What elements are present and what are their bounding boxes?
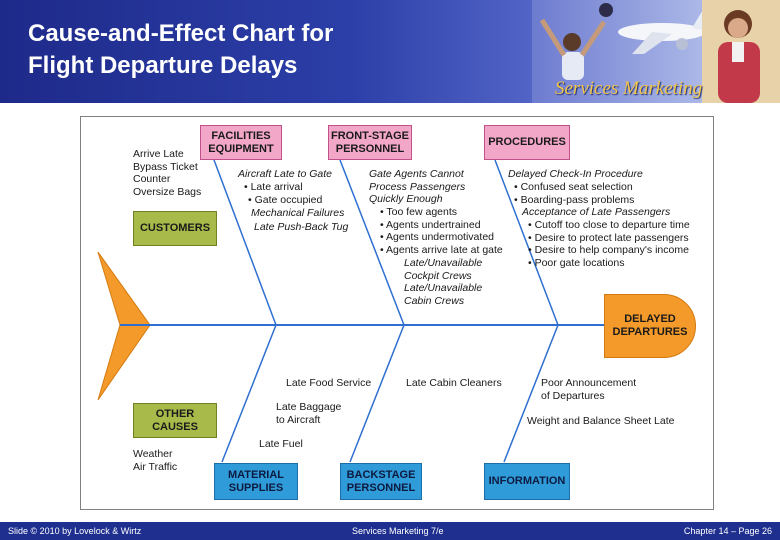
footer-copyright: Slide © 2010 by Lovelock & Wirtz bbox=[8, 526, 142, 536]
category-facilities-equipment: FACILITIES EQUIPMENT bbox=[200, 125, 282, 160]
cause-late-baggage: Late Baggage to Aircraft bbox=[276, 401, 342, 426]
cause-gate-occupied: • Gate occupied bbox=[248, 194, 323, 206]
bone-material bbox=[221, 324, 277, 463]
slide-footer: Slide © 2010 by Lovelock & Wirtz Service… bbox=[0, 522, 780, 540]
cause-late-passenger-issues: • Cutoff too close to departure time • D… bbox=[528, 219, 690, 269]
category-front-stage-personnel: FRONT-STAGE PERSONNEL bbox=[328, 125, 412, 160]
cause-agent-issues: • Too few agents • Agents undertrained •… bbox=[380, 206, 503, 256]
slide-title: Cause-and-Effect Chart for Flight Depart… bbox=[28, 20, 334, 79]
cause-late-cabin-cleaners: Late Cabin Cleaners bbox=[406, 377, 502, 389]
footer-page: Chapter 14 – Page 26 bbox=[683, 526, 772, 536]
bone-backstage bbox=[349, 324, 405, 463]
causes-other: Weather Air Traffic bbox=[133, 448, 178, 473]
footer-book: Services Marketing 7/e bbox=[352, 526, 444, 536]
cause-poor-announcement: Poor Announcement of Departures bbox=[541, 377, 637, 402]
cause-late-food-service: Late Food Service bbox=[286, 377, 372, 389]
cause-late-fuel: Late Fuel bbox=[259, 438, 303, 450]
cause-check-in-issues: • Confused seat selection • Boarding-pas… bbox=[514, 181, 635, 206]
cause-late-passengers: Acceptance of Late Passengers bbox=[522, 206, 671, 218]
brand-label: Services Marketing bbox=[555, 78, 703, 99]
cause-late-arrival: • Late arrival bbox=[244, 181, 303, 193]
cause-weight-balance-sheet: Weight and Balance Sheet Late bbox=[527, 415, 675, 427]
cause-delayed-check-in: Delayed Check-In Procedure bbox=[508, 168, 643, 180]
category-backstage-personnel: BACKSTAGE PERSONNEL bbox=[340, 463, 422, 500]
bone-frontstage bbox=[339, 159, 405, 326]
cause-mechanical-failures: Mechanical Failures bbox=[251, 207, 345, 219]
cause-gate-agents: Gate Agents Cannot Process Passengers Qu… bbox=[369, 168, 466, 206]
bone-procedures bbox=[494, 159, 559, 326]
header-photo-collage bbox=[532, 0, 780, 103]
cause-crews: Late/Unavailable Cockpit Crews Late/Unav… bbox=[404, 257, 483, 307]
bone-facilities bbox=[213, 159, 277, 326]
effect-delayed-departures: DELAYED DEPARTURES bbox=[604, 294, 696, 358]
category-customers: CUSTOMERS bbox=[133, 211, 217, 246]
category-procedures: PROCEDURES bbox=[484, 125, 570, 160]
category-material-supplies: MATERIAL SUPPLIES bbox=[214, 463, 298, 500]
slide-header: Cause-and-Effect Chart for Flight Depart… bbox=[0, 0, 780, 103]
cause-late-push-back-tug: Late Push-Back Tug bbox=[254, 221, 349, 233]
causes-customers: Arrive Late Bypass Ticket Counter Oversi… bbox=[133, 148, 202, 198]
bone-information bbox=[503, 324, 559, 463]
cause-aircraft-late: Aircraft Late to Gate bbox=[238, 168, 332, 180]
category-other-causes: OTHER CAUSES bbox=[133, 403, 217, 438]
category-information: INFORMATION bbox=[484, 463, 570, 500]
